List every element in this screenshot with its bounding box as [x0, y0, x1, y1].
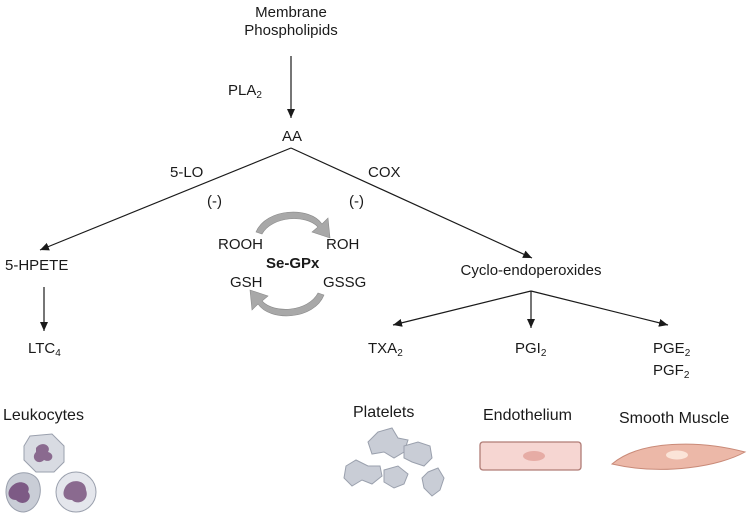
rooh-label: ROOH: [218, 236, 263, 253]
smooth-muscle-cell: [610, 443, 747, 470]
pge2-label: PGE2: [653, 340, 690, 363]
gsh-label: GSH: [230, 274, 263, 291]
endothelium-label: Endothelium: [483, 407, 572, 424]
endothelium-nucleus: [523, 451, 545, 461]
5-lo-label: 5-LO: [170, 164, 204, 181]
cox-label: COX: [368, 164, 401, 181]
gssg-label: GSSG: [323, 274, 367, 291]
pla2-sub: 2: [256, 90, 262, 101]
aa-label: AA: [281, 128, 303, 145]
txa2-sub: 2: [397, 348, 403, 359]
pgi2-sub: 2: [540, 348, 547, 359]
platelet-4: [383, 465, 409, 489]
phospholipids-label: Phospholipids: [244, 22, 338, 39]
pgf2-base: PGF: [653, 362, 684, 379]
leukocyte-nucleus-3: [63, 481, 87, 503]
pgf2-label: PGF2: [653, 362, 689, 385]
smooth-muscle-label: Smooth Muscle: [619, 410, 730, 427]
endothelium-cell: [479, 441, 582, 471]
redox-cycle-arrows: [249, 211, 331, 317]
arrow-cyclo-to-pge: [530, 290, 669, 327]
inhibit-right-label: (-): [349, 193, 364, 210]
platelet-2: [403, 441, 433, 467]
ltc4-sub: 4: [55, 348, 61, 359]
platelet-3: [343, 459, 383, 487]
membrane-label: Membrane: [255, 4, 327, 21]
cyclo-endoperoxides-label: Cyclo-endoperoxides: [460, 262, 602, 279]
roh-label: ROH: [326, 236, 360, 253]
pla2-label: PLA2: [228, 82, 262, 105]
se-gpx-label: Se-GPx: [266, 255, 320, 272]
arrow-cyclo-to-txa: [392, 290, 532, 327]
ltc4-base: LTC: [28, 340, 56, 357]
pge2-base: PGE: [653, 340, 685, 357]
leukocyte-nucleus-2: [8, 482, 30, 503]
leukocytes-label: Leukocytes: [3, 407, 84, 424]
platelets-label: Platelets: [353, 404, 415, 421]
branch-to-5-lo: [39, 147, 292, 251]
pgi2-label: PGI2: [515, 340, 546, 363]
membrane-phospholipids-label: Membrane Phospholipids: [244, 4, 337, 40]
pgf2-sub: 2: [683, 370, 690, 381]
platelet-5: [421, 467, 445, 497]
txa2-label: TXA2: [368, 340, 403, 363]
5-hpete-label: 5-HPETE: [5, 257, 69, 274]
leukocyte-cells: [5, 433, 97, 513]
leukocyte-nucleus-1: [33, 444, 53, 463]
platelet-1: [367, 427, 409, 459]
txa2-base: TXA: [368, 340, 398, 357]
redox-bottom-arrow: [249, 289, 325, 317]
smooth-muscle-nucleus: [666, 450, 688, 460]
ltc4-label: LTC4: [28, 340, 61, 363]
redox-top-arrow: [255, 211, 331, 239]
branch-to-cox: [290, 147, 533, 259]
pge2-sub: 2: [684, 348, 691, 359]
inhibit-left-label: (-): [207, 193, 222, 210]
platelet-cells: [343, 427, 445, 497]
pla2-base: PLA: [228, 82, 257, 99]
pgi2-base: PGI: [515, 340, 541, 357]
